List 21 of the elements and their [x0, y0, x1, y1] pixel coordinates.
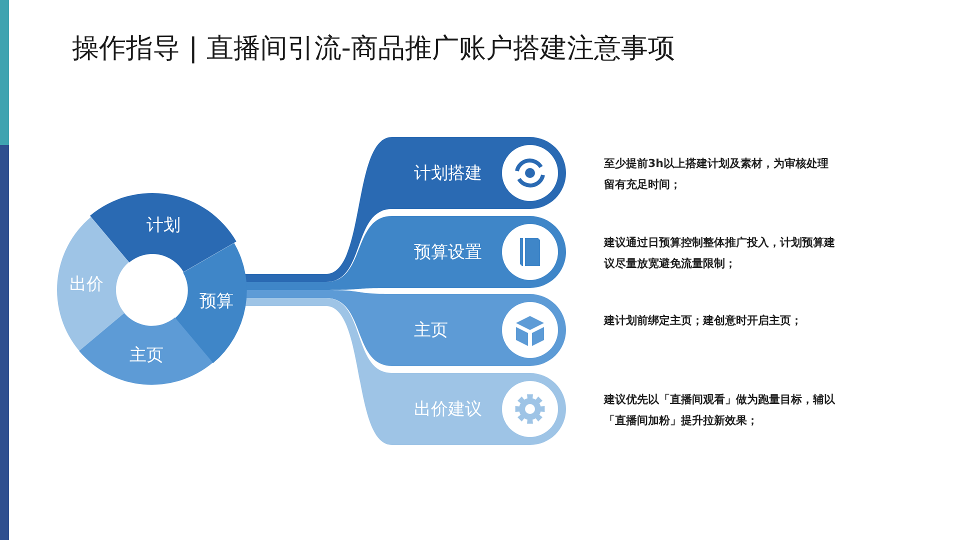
ring-segment — [79, 313, 214, 385]
ring-segment — [57, 217, 129, 352]
connector-band — [245, 298, 392, 445]
banner-label: 出价建议 — [414, 398, 482, 420]
segment-label: 预算 — [199, 290, 234, 313]
note-text: 建议通过日预算控制整体推广投入，计划预算建议尽量放宽避免流量限制； — [604, 235, 836, 272]
segment-label: 出价 — [70, 274, 104, 296]
ring-segment — [175, 242, 247, 363]
segment-label: 主页 — [129, 344, 164, 367]
connector-band — [245, 137, 392, 282]
connector-band — [245, 216, 392, 290]
ring-segment — [90, 193, 236, 272]
banner-label: 计划搭建 — [414, 162, 482, 184]
connector-band — [245, 290, 392, 366]
segment-label: 计划 — [146, 214, 181, 236]
banner-label: 预算设置 — [414, 242, 482, 264]
note-text: 建计划前绑定主页；建创意时开启主页； — [604, 313, 803, 329]
banner-label: 主页 — [414, 320, 448, 342]
note-text: 至少提前3h以上搭建计划及素材，为审核处理留有充足时间； — [604, 156, 830, 193]
slide-title: 操作指导 | 直播间引流-商品推广账户搭建注意事项 — [72, 32, 676, 66]
note-text: 建议优先以「直播间观看」做为跑量目标，辅以「直播间加粉」提升拉新效果； — [604, 392, 836, 429]
